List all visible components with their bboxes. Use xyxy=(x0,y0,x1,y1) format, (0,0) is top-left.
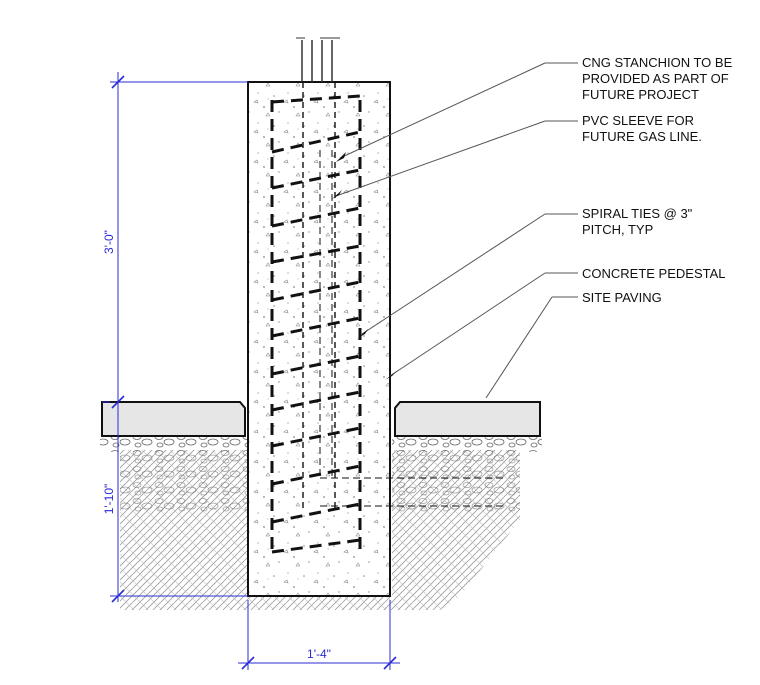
leader-lines xyxy=(335,62,578,399)
callout-spiral-line2: PITCH, TYP xyxy=(582,222,653,237)
dimension-above-grade: 3'-0" xyxy=(102,230,116,254)
callout-stanchion-line2: PROVIDED AS PART OF xyxy=(582,71,729,86)
horizontal-dimension xyxy=(238,600,400,670)
callout-stanchion-line1: CNG STANCHION TO BE xyxy=(582,55,733,70)
stanchion-post xyxy=(296,37,340,82)
callout-paving: SITE PAVING xyxy=(582,290,662,305)
callout-stanchion-line3: FUTURE PROJECT xyxy=(582,87,699,102)
callout-spiral-line1: SPIRAL TIES @ 3" xyxy=(582,206,693,221)
pvc-sleeve xyxy=(319,150,505,507)
dimension-below-grade: 1'-10" xyxy=(102,484,116,515)
callout-sleeve: PVC SLEEVE FOR FUTURE GAS LINE. xyxy=(582,113,702,144)
stanchion-embed xyxy=(302,82,336,508)
site-paving xyxy=(101,401,541,437)
vertical-dimension xyxy=(102,72,248,603)
callout-sleeve-line1: PVC SLEEVE FOR xyxy=(582,113,694,128)
dimension-width: 1'-4" xyxy=(307,647,331,661)
callout-sleeve-line2: FUTURE GAS LINE. xyxy=(582,129,702,144)
concrete-pedestal xyxy=(247,81,391,597)
callout-pedestal: CONCRETE PEDESTAL xyxy=(582,266,726,281)
spiral-ties xyxy=(270,94,362,554)
gravel-base xyxy=(100,436,542,512)
callout-stanchion: CNG STANCHION TO BE PROVIDED AS PART OF … xyxy=(582,55,733,102)
callout-spiral: SPIRAL TIES @ 3" PITCH, TYP xyxy=(582,206,693,237)
leader-arrowheads xyxy=(332,152,494,402)
